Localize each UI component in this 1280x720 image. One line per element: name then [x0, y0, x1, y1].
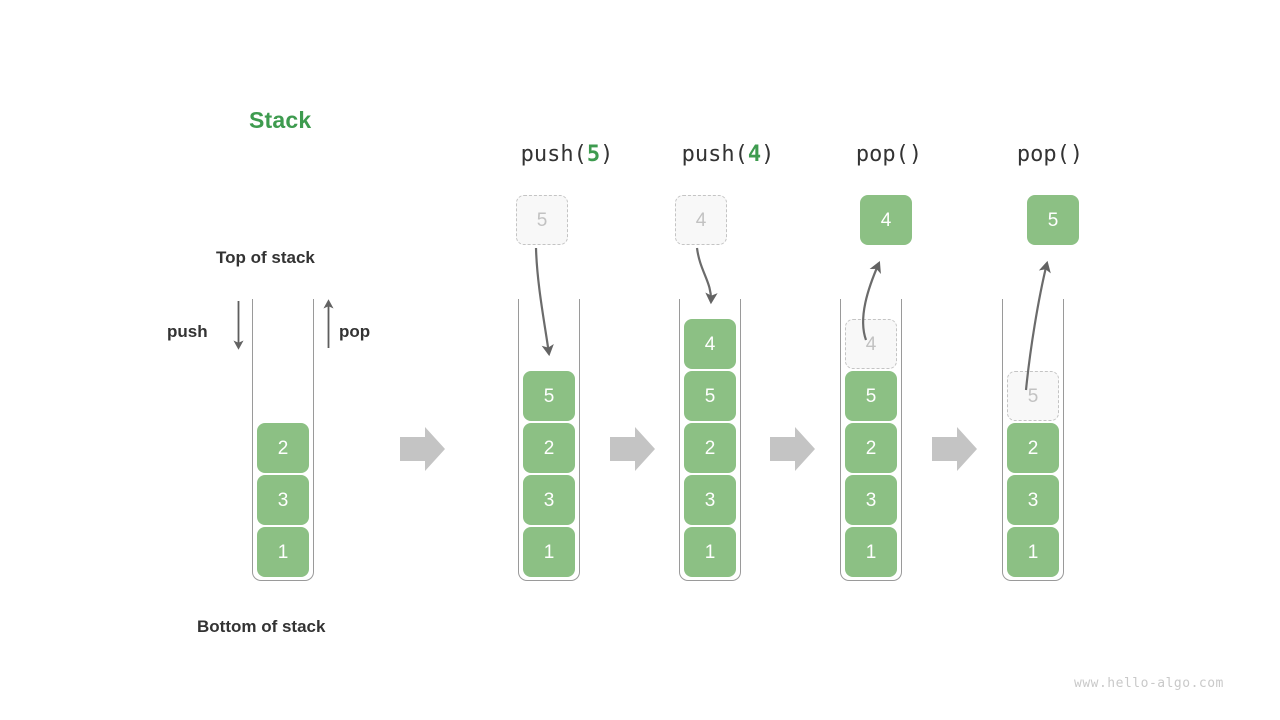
floating-cell-popped: 5 [1027, 195, 1079, 245]
floating-cell-ghost: 5 [516, 195, 568, 245]
stack-cell: 5 [684, 371, 736, 421]
push-flow-arrow-4 [695, 247, 718, 305]
stack-cell-ghost: 5 [1007, 371, 1059, 421]
flow-arrow-1 [400, 427, 445, 471]
pop-label: pop [339, 322, 371, 341]
watermark: www.hello-algo.com [1074, 676, 1224, 691]
flow-arrow-4 [932, 427, 977, 471]
stack-cell: 1 [257, 527, 309, 577]
initial-stack-container [252, 299, 314, 581]
stack-cell: 2 [1007, 423, 1059, 473]
stack-cell: 1 [523, 527, 575, 577]
column-header-suffix: ) [1069, 142, 1084, 167]
column-header-text: pop( [855, 142, 909, 167]
top-of-stack-label: Top of stack [216, 248, 315, 267]
stack-container [1002, 299, 1064, 581]
push-label: push [167, 322, 208, 341]
stack-cell: 2 [257, 423, 309, 473]
column-header-arg: 4 [747, 142, 762, 167]
stack-cell: 1 [1007, 527, 1059, 577]
stack-cell: 3 [1007, 475, 1059, 525]
column-header-text: push( [681, 142, 748, 167]
stack-container [518, 299, 580, 581]
stack-container [679, 299, 741, 581]
stack-cell: 3 [523, 475, 575, 525]
stack-cell: 3 [845, 475, 897, 525]
stack-cell: 3 [684, 475, 736, 525]
stack-cell: 2 [845, 423, 897, 473]
page-title: Stack [249, 107, 312, 133]
stack-cell: 5 [523, 371, 575, 421]
stack-cell: 4 [684, 319, 736, 369]
column-header-push-4: push(4) [628, 142, 828, 167]
stack-cell: 5 [845, 371, 897, 421]
column-header-arg: 5 [586, 142, 601, 167]
column-header-text: pop( [1016, 142, 1070, 167]
stack-cell: 1 [684, 527, 736, 577]
stack-cell: 2 [523, 423, 575, 473]
stack-cell: 3 [257, 475, 309, 525]
stack-cell: 1 [845, 527, 897, 577]
column-header-text: push( [520, 142, 587, 167]
column-header-pop-2: pop() [950, 142, 1150, 167]
floating-cell-popped: 4 [860, 195, 912, 245]
stack-cell: 2 [684, 423, 736, 473]
column-header-pop-1: pop() [789, 142, 989, 167]
flow-arrow-2 [610, 427, 655, 471]
floating-cell-ghost: 4 [675, 195, 727, 245]
column-header-suffix: ) [600, 142, 614, 167]
column-header-suffix: ) [908, 142, 923, 167]
column-header-push-5: push(5) [467, 142, 667, 167]
stack-cell-ghost: 4 [845, 319, 897, 369]
column-header-suffix: ) [761, 142, 775, 167]
flow-arrow-3 [770, 427, 815, 471]
bottom-of-stack-label: Bottom of stack [197, 617, 326, 636]
stack-container [840, 299, 902, 581]
